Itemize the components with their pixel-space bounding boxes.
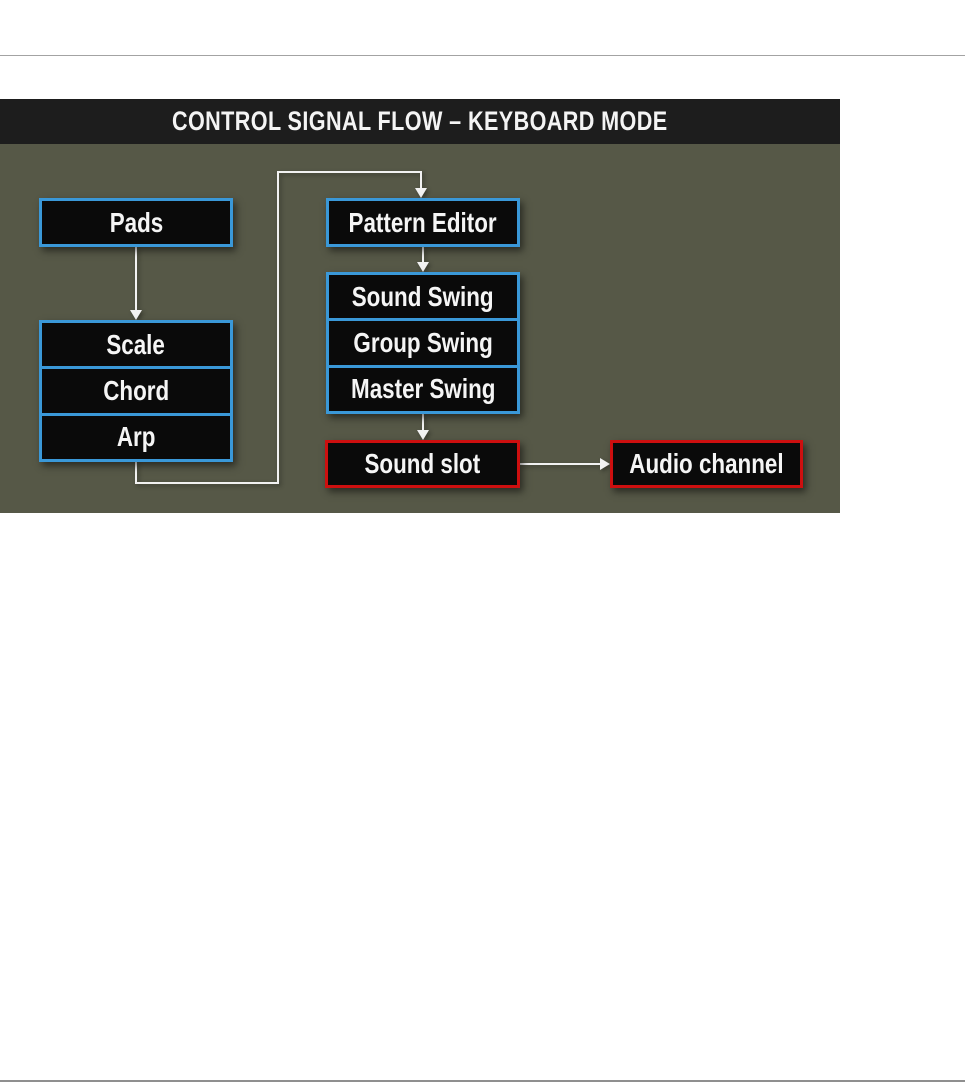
node-pads: Pads [39,198,233,247]
node-sound-swing: Sound Swing [329,275,517,318]
node-scale: Scale [42,323,230,366]
node-pads-label: Pads [109,206,163,238]
node-sound-slot-label: Sound slot [364,448,481,479]
node-arp: Arp [42,412,230,459]
arrow-swing-to-sound-slot [417,414,429,440]
node-group-swing: Group Swing [329,318,517,364]
node-audio-channel-label: Audio channel [629,448,784,479]
node-group-swing-label: Group Swing [353,326,493,358]
node-input-stack: Scale Chord Arp [39,320,233,462]
diagram-title-bar: CONTROL SIGNAL FLOW – KEYBOARD MODE [0,99,840,144]
arrow-pads-to-input-stack [130,247,142,320]
node-chord-label: Chord [103,374,169,406]
bottom-divider [0,1080,965,1082]
node-audio-channel: Audio channel [610,440,803,488]
diagram-title: CONTROL SIGNAL FLOW – KEYBOARD MODE [172,106,668,136]
node-swing-stack: Sound Swing Group Swing Master Swing [326,272,520,414]
node-pattern-editor-label: Pattern Editor [348,206,498,238]
node-master-swing: Master Swing [329,364,517,411]
node-pattern-editor: Pattern Editor [326,198,520,247]
top-divider [0,55,965,56]
node-sound-slot: Sound slot [325,440,520,488]
node-scale-label: Scale [106,328,166,360]
arrow-sound-slot-to-audio-channel [520,458,610,470]
node-chord: Chord [42,366,230,412]
diagram-canvas: Pads Scale Chord Arp Pattern Editor Soun… [0,144,840,513]
node-sound-swing-label: Sound Swing [352,280,494,312]
control-signal-flow-diagram: CONTROL SIGNAL FLOW – KEYBOARD MODE [0,99,840,513]
arrow-pattern-editor-to-swing [417,247,429,272]
node-master-swing-label: Master Swing [350,373,496,405]
node-arp-label: Arp [116,421,156,453]
arrow-input-stack-to-pattern-editor [135,171,427,484]
flow-arrows [130,171,610,484]
